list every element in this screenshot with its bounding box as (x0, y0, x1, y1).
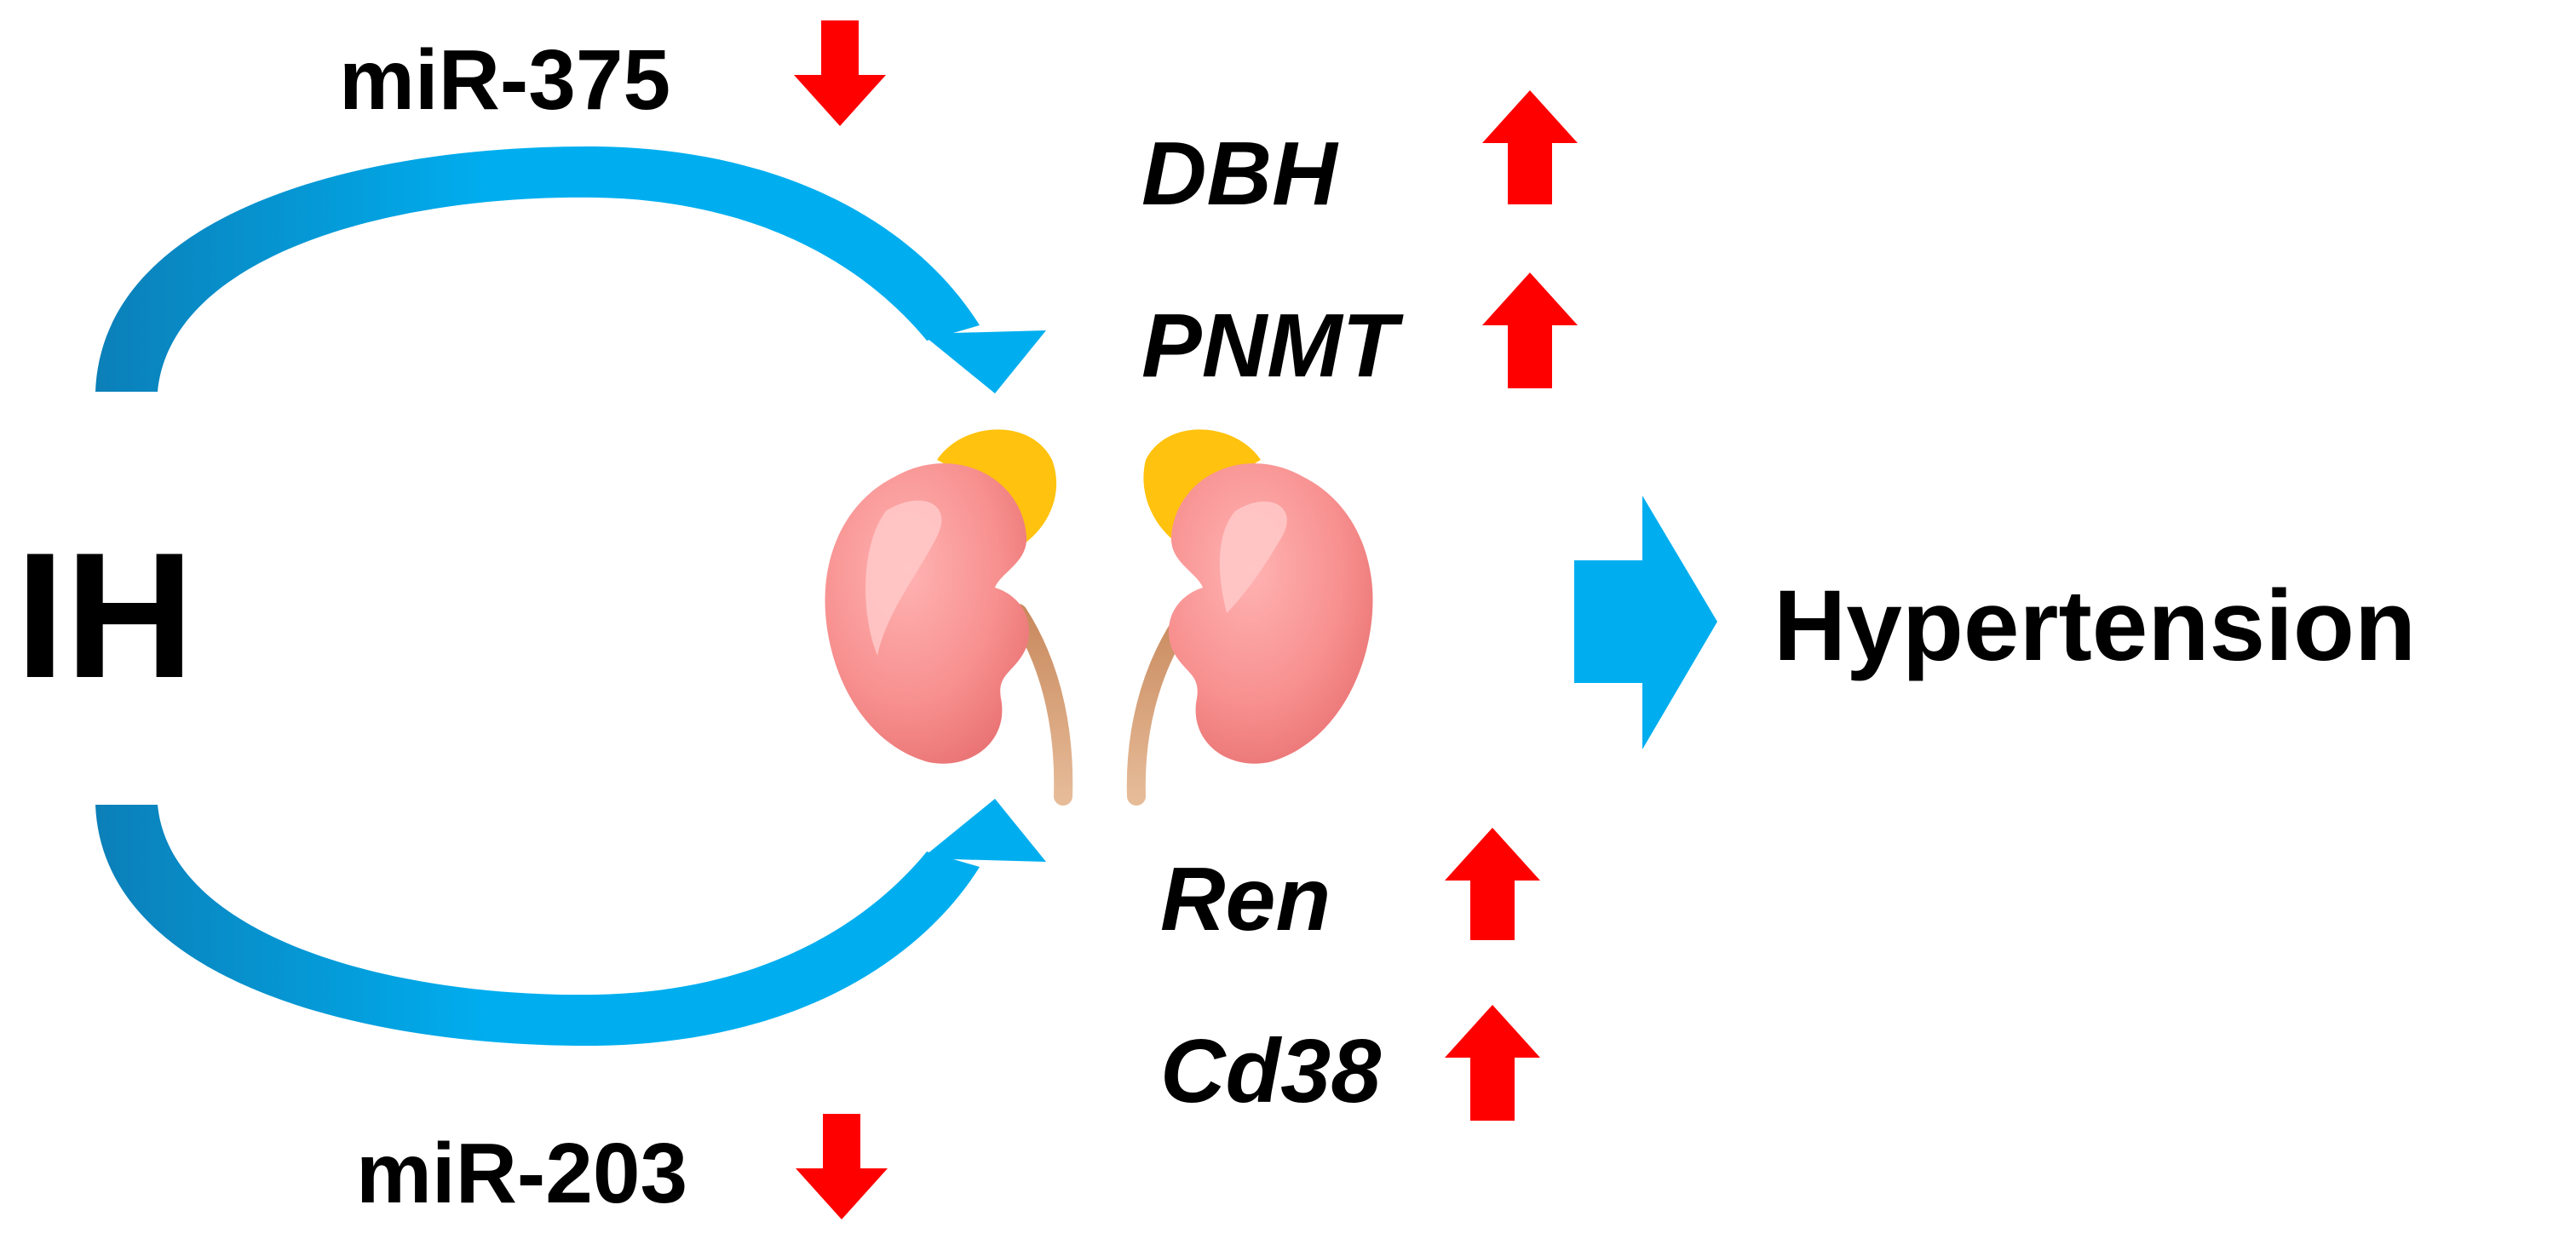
outcome-label: Hypertension (1774, 570, 2416, 682)
upper-flow-arrow (95, 146, 1046, 393)
gene-label-pnmt: PNMT (1141, 295, 1405, 396)
lower-arc-band (95, 805, 980, 1047)
left-ureter (1009, 604, 1073, 806)
upper-arc-band (95, 146, 980, 392)
lower-mirna-label: miR-203 (356, 1126, 687, 1221)
source-label: IH (15, 515, 194, 715)
up-arrow-icon (1482, 273, 1578, 388)
up-arrow-icon (1445, 828, 1540, 940)
upper-arrow-head (922, 330, 1046, 393)
kidney-highlight (1219, 501, 1287, 613)
outcome-arrow (1574, 496, 1717, 749)
down-arrow-icon (794, 20, 886, 126)
kidney-icon (1168, 463, 1373, 764)
gene-label-dbh: DBH (1141, 123, 1339, 224)
gene-label-cd38: Cd38 (1160, 1021, 1381, 1122)
gene-label-ren: Ren (1160, 849, 1331, 950)
down-arrow-icon (796, 1114, 888, 1219)
lower-arrow-head (922, 799, 1046, 862)
kidney-highlight (865, 500, 942, 656)
up-arrow-icon (1445, 1005, 1540, 1121)
kidneys-illustration (825, 429, 1373, 806)
lower-flow-arrow (95, 799, 1046, 1047)
up-arrow-icon (1482, 90, 1578, 204)
upper-mirna-label: miR-375 (339, 32, 670, 128)
